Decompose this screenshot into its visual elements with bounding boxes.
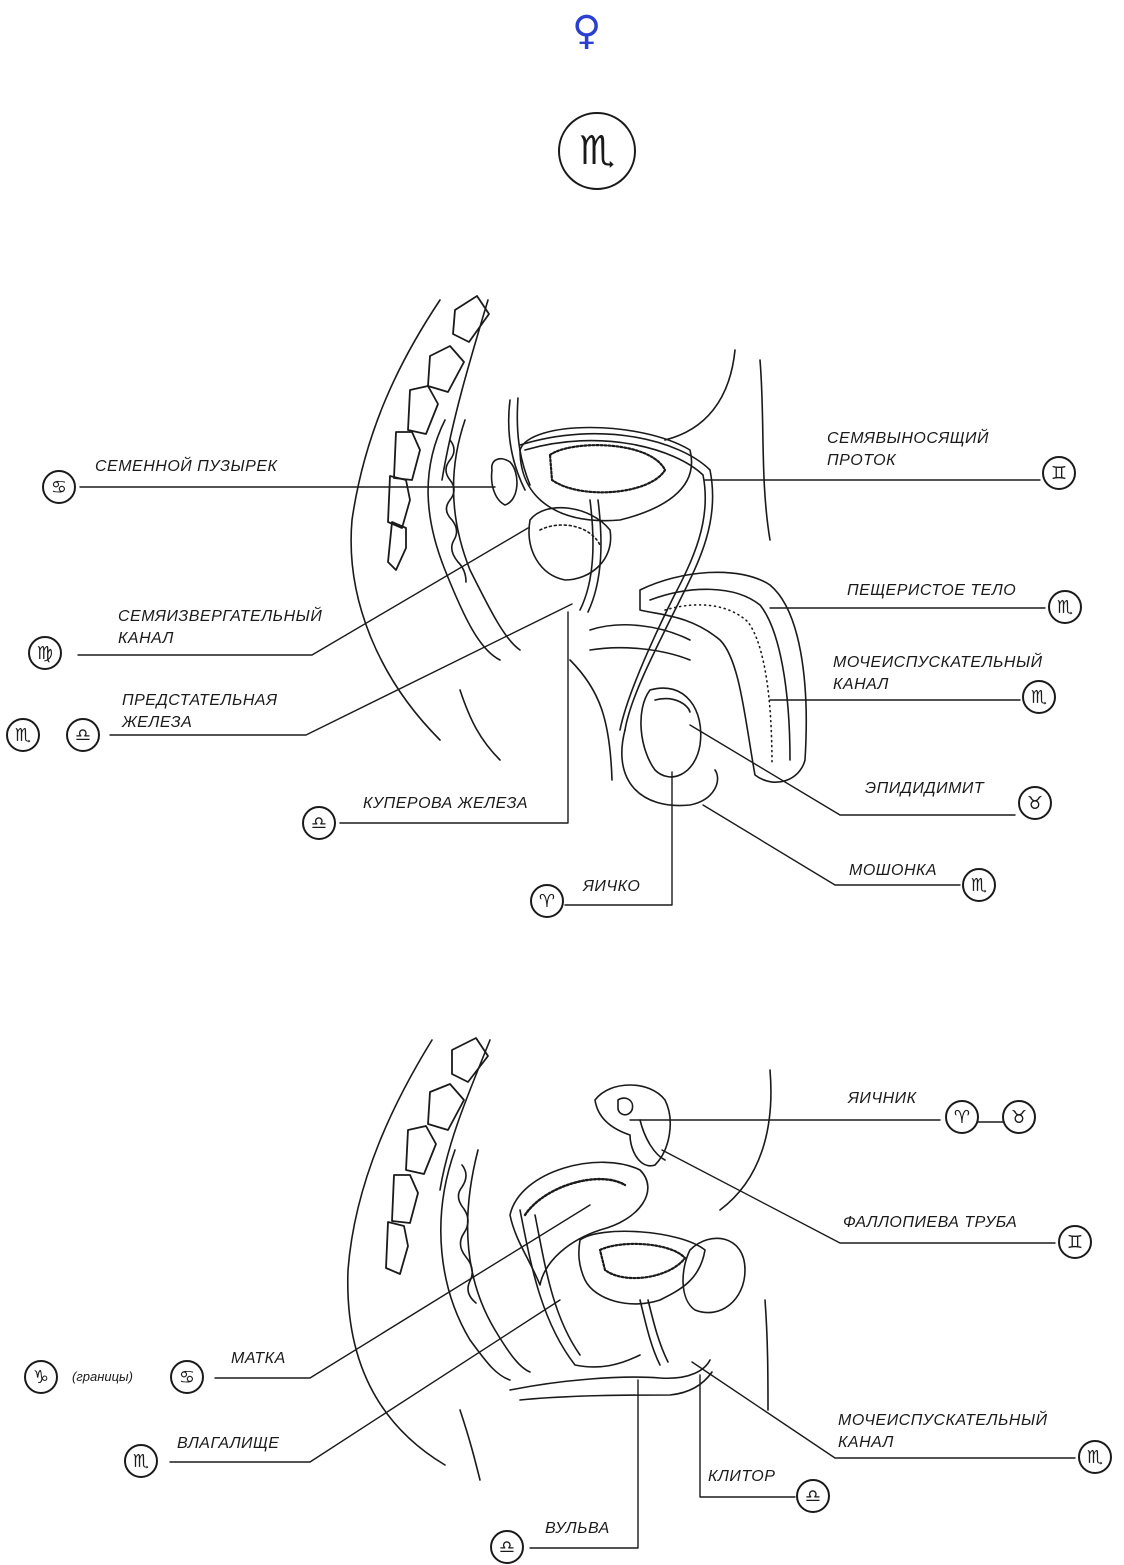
scorpio-symbol-icon: ♏ — [558, 112, 636, 190]
taurus-symbol-icon: ♉ — [1002, 1100, 1036, 1134]
vagina-label: ВЛАГАЛИЩЕ — [177, 1433, 279, 1455]
male-penis — [640, 572, 806, 782]
libra-symbol-icon: ♎ — [302, 806, 336, 840]
uterus-label: МАТКА — [231, 1348, 286, 1370]
vas-deferens-label-line1: СЕМЯВЫНОСЯЩИЙ — [827, 428, 989, 450]
testicle-label: ЯИЧКО — [583, 876, 640, 898]
male-testicle — [641, 688, 701, 777]
scorpio-symbol-icon: ♏ — [1048, 590, 1082, 624]
cancer-symbol-icon: ♋ — [170, 1360, 204, 1394]
scorpio-symbol-icon: ♏ — [1022, 680, 1056, 714]
male-vas-deferens — [520, 434, 713, 730]
female-anatomy — [348, 1038, 771, 1480]
female-rectum — [441, 1150, 510, 1380]
vas-deferens-label-line2: ПРОТОК — [827, 450, 896, 472]
male-rectum — [428, 420, 500, 660]
ejaculatory-duct-label-line2: КАНАЛ — [118, 628, 174, 650]
scrotum-label: МОШОНКА — [849, 860, 937, 882]
vulva-label: ВУЛЬВА — [545, 1518, 610, 1540]
cowper-gland-label: КУПЕРОВА ЖЕЛЕЗА — [363, 793, 528, 815]
ovary-label: ЯИЧНИК — [848, 1088, 917, 1110]
fallopian-tube-label: ФАЛЛОПИЕВА ТРУБА — [843, 1212, 1017, 1234]
ejaculatory-duct-label-line1: СЕМЯИЗВЕРГАТЕЛЬНЫЙ — [118, 606, 322, 628]
female-ovary — [595, 1085, 670, 1166]
prostate-label-line2: ЖЕЛЕЗА — [122, 712, 192, 734]
urethra-label-line2: КАНАЛ — [833, 674, 889, 696]
male-prostate — [529, 508, 611, 580]
epididymis-label: ЭПИДИДИМИТ — [865, 778, 984, 800]
corpus-cavernosum-label: ПЕЩЕРИСТОЕ ТЕЛО — [847, 580, 1016, 602]
female-pubic-bone — [683, 1238, 745, 1312]
female-urethra-label-line1: МОЧЕИСПУСКАТЕЛЬНЫЙ — [838, 1410, 1048, 1432]
libra-symbol-icon: ♎ — [796, 1479, 830, 1513]
libra-symbol-icon: ♎ — [490, 1530, 524, 1564]
male-anatomy — [351, 296, 806, 806]
scorpio-symbol-icon: ♏ — [962, 868, 996, 902]
prostate-label-line1: ПРЕДСТАТЕЛЬНАЯ — [122, 690, 278, 712]
libra-symbol-icon: ♎ — [66, 718, 100, 752]
scorpio-symbol-icon: ♏ — [1078, 1440, 1112, 1474]
uterus-note-label: (границы) — [72, 1366, 133, 1388]
female-vulva — [510, 1360, 710, 1390]
female-fallopian-tube — [640, 1120, 665, 1160]
virgo-symbol-icon: ♍ — [28, 636, 62, 670]
urethra-label-line1: МОЧЕИСПУСКАТЕЛЬНЫЙ — [833, 652, 1043, 674]
female-urethra-label-line2: КАНАЛ — [838, 1432, 894, 1454]
female-spine-outline — [348, 1040, 445, 1465]
gemini-symbol-icon: ♊ — [1042, 456, 1076, 490]
female-bladder — [579, 1231, 705, 1304]
taurus-symbol-icon: ♉ — [1018, 786, 1052, 820]
capricorn-symbol-icon: ♑ — [24, 1360, 58, 1394]
female-vertebrae — [386, 1038, 488, 1274]
male-scrotum — [622, 730, 718, 806]
scorpio-symbol-icon: ♏ — [124, 1444, 158, 1478]
gemini-symbol-icon: ♊ — [1058, 1225, 1092, 1259]
venus-symbol-handwritten: ♀ — [572, 8, 601, 54]
male-spine-outline — [351, 300, 440, 740]
aries-symbol-icon: ♈ — [945, 1100, 979, 1134]
cancer-symbol-icon: ♋ — [42, 470, 76, 504]
aries-symbol-icon: ♈ — [530, 884, 564, 918]
clitoris-label: КЛИТОР — [708, 1466, 775, 1488]
scorpio-symbol-icon: ♏ — [6, 718, 40, 752]
male-seminal-vesicle — [492, 459, 517, 505]
seminal-vesicle-label: СЕМЕННОЙ ПУЗЫРЕК — [95, 456, 277, 478]
